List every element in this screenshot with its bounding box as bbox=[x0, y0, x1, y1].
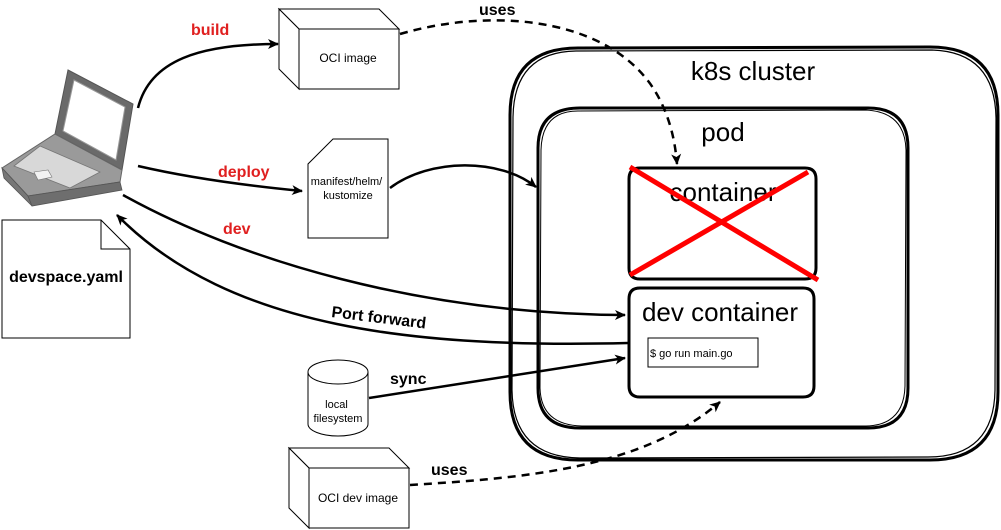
svg-text:manifest/helm/ kustomize: manifest/helm/ kustomize bbox=[311, 176, 386, 202]
cylinder-icon bbox=[307, 359, 369, 437]
edge-sync bbox=[368, 354, 626, 400]
edge-port-forward-label: Port forward bbox=[331, 304, 427, 332]
laptop-icon bbox=[1, 69, 134, 207]
dev-container-label: dev container bbox=[642, 297, 798, 327]
oci-dev-image-node: OCI dev image bbox=[287, 446, 411, 530]
manifest-label-line2: kustomize bbox=[323, 190, 373, 202]
local-filesystem-node: local filesystem bbox=[307, 359, 369, 437]
document-icon bbox=[1, 219, 131, 339]
edge-uses-top bbox=[399, 19, 682, 165]
command-text: $ go run main.go bbox=[650, 348, 733, 360]
cube-icon bbox=[277, 7, 401, 91]
pod: pod bbox=[536, 106, 910, 430]
edge-deploy-label: deploy bbox=[218, 164, 270, 181]
edge-uses-bottom-label: uses bbox=[431, 462, 468, 479]
oci-dev-image-label: OCI dev image bbox=[318, 491, 398, 505]
dev-container-box: dev container $ go run main.go bbox=[627, 286, 816, 399]
cross-icon bbox=[628, 164, 820, 283]
local-fs-label-line1: local bbox=[325, 399, 348, 411]
edge-dev-label: dev bbox=[223, 221, 251, 238]
manifest-label-line1: manifest/helm/ bbox=[311, 176, 383, 188]
devspace-yaml-document: devspace.yaml bbox=[1, 219, 131, 339]
k8s-cluster-label: k8s cluster bbox=[691, 56, 816, 86]
edge-uses-top-label: uses bbox=[479, 2, 516, 19]
manifest-node: manifest/helm/ kustomize bbox=[307, 138, 389, 239]
oci-image-node: OCI image bbox=[277, 7, 401, 91]
container-box: container bbox=[627, 164, 820, 283]
edge-build-label: build bbox=[191, 22, 229, 39]
edge-manifest-to-pod bbox=[389, 164, 537, 190]
k8s-cluster: k8s cluster bbox=[508, 45, 1000, 462]
cube-icon bbox=[287, 446, 411, 530]
edge-deploy bbox=[137, 164, 303, 196]
command-box bbox=[647, 337, 759, 368]
document-icon bbox=[307, 138, 389, 239]
pod-label: pod bbox=[701, 117, 744, 147]
svg-text:local filesystem: local filesystem bbox=[314, 399, 363, 425]
edge-dev bbox=[122, 193, 626, 320]
edge-port-forward bbox=[116, 214, 629, 345]
devspace-yaml-label: devspace.yaml bbox=[9, 269, 123, 286]
edge-build bbox=[136, 39, 279, 109]
local-fs-label-line2: filesystem bbox=[314, 413, 363, 425]
edge-uses-bottom bbox=[409, 401, 721, 487]
edge-sync-label: sync bbox=[390, 371, 427, 388]
oci-image-label: OCI image bbox=[319, 51, 377, 65]
